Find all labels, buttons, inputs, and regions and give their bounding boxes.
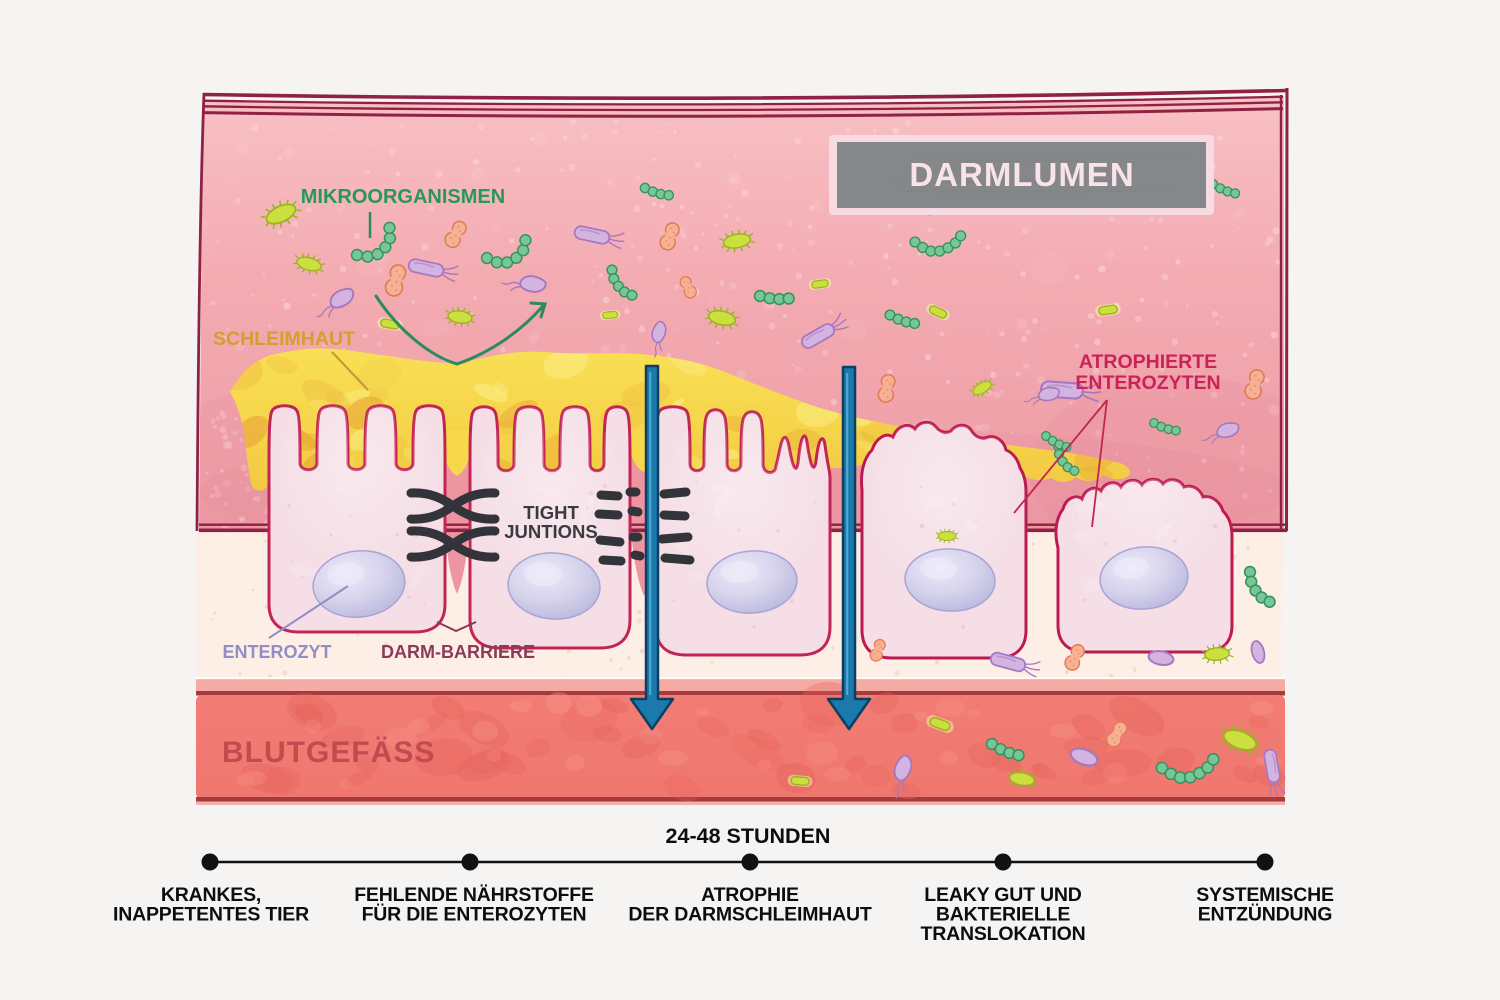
svg-text:ATROPHIERTE: ATROPHIERTE (1079, 351, 1217, 373)
svg-text:ATROPHIE: ATROPHIE (701, 884, 799, 906)
svg-text:ENTEROZYTEN: ENTEROZYTEN (1075, 372, 1220, 394)
svg-text:LEAKY GUT UND: LEAKY GUT UND (924, 884, 1081, 906)
svg-text:BAKTERIELLE: BAKTERIELLE (936, 904, 1070, 926)
svg-text:BLUTGEFÄSS: BLUTGEFÄSS (222, 736, 435, 769)
svg-text:FEHLENDE NÄHRSTOFFE: FEHLENDE NÄHRSTOFFE (354, 883, 594, 906)
svg-text:DER DARMSCHLEIMHAUT: DER DARMSCHLEIMHAUT (628, 904, 871, 926)
svg-text:24-48 STUNDEN: 24-48 STUNDEN (666, 824, 831, 848)
svg-text:DARMLUMEN: DARMLUMEN (909, 156, 1134, 193)
svg-text:KRANKES,: KRANKES, (161, 884, 261, 906)
svg-text:SCHLEIMHAUT: SCHLEIMHAUT (213, 328, 355, 350)
svg-text:JUNTIONS: JUNTIONS (504, 521, 598, 542)
svg-text:INAPPETENTES TIER: INAPPETENTES TIER (113, 904, 309, 926)
svg-text:SYSTEMISCHE: SYSTEMISCHE (1196, 884, 1334, 906)
svg-text:TIGHT: TIGHT (523, 502, 579, 523)
svg-text:TRANSLOKATION: TRANSLOKATION (921, 923, 1086, 945)
svg-text:MIKROORGANISMEN: MIKROORGANISMEN (301, 186, 505, 208)
svg-text:ENTZÜNDUNG: ENTZÜNDUNG (1198, 903, 1333, 926)
svg-text:FÜR DIE ENTEROZYTEN: FÜR DIE ENTEROZYTEN (362, 903, 587, 926)
svg-text:ENTEROZYT: ENTEROZYT (222, 642, 331, 662)
svg-text:DARM-BARRIERE: DARM-BARRIERE (381, 642, 535, 662)
